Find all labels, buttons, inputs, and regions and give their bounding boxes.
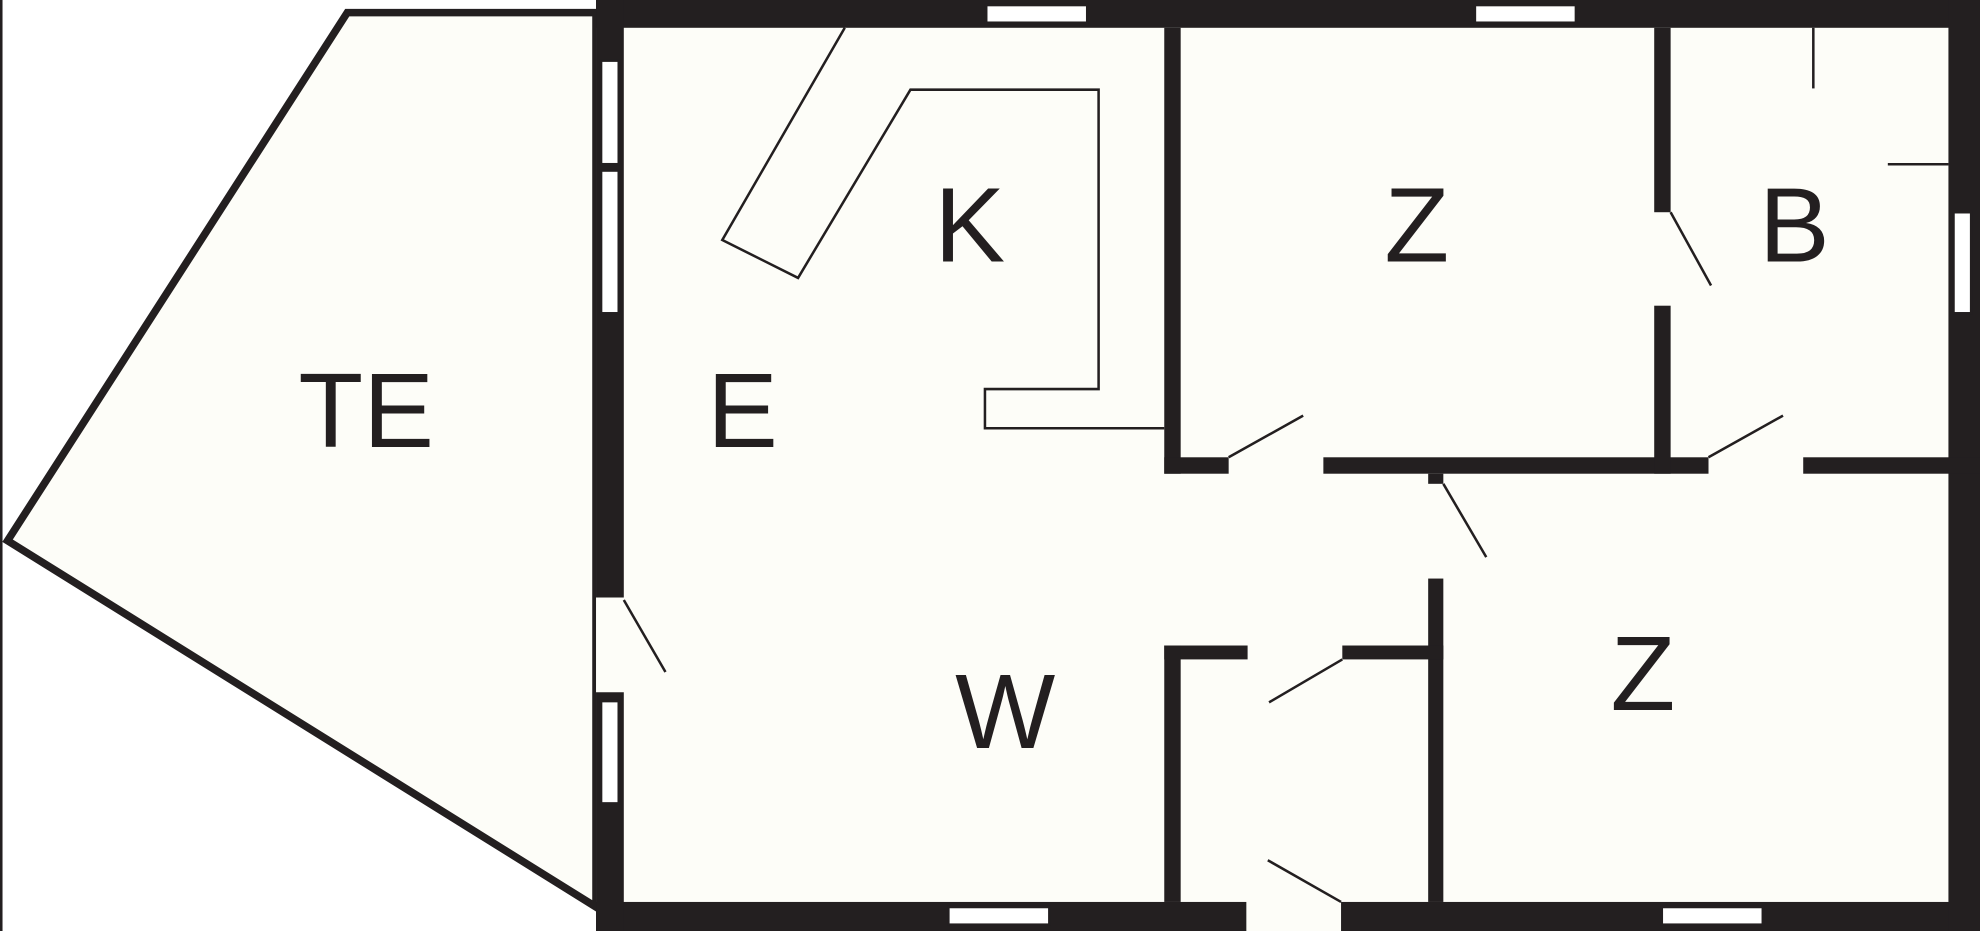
terrace-area	[2, 8, 600, 914]
room-label-bedroom-1: Z	[1384, 166, 1449, 284]
room-label-entrance: E	[707, 352, 778, 470]
house-floor	[596, 0, 1980, 931]
room-label-bedroom-2: Z	[1610, 615, 1675, 733]
windows	[599, 3, 1973, 926]
kitchen-counter	[720, 27, 1165, 430]
room-label-terrace: TE	[298, 352, 434, 470]
room-label-kitchen: K	[934, 166, 1005, 284]
room-label-bathroom: B	[1759, 166, 1830, 284]
door-swings	[622, 27, 1949, 904]
room-label-living: W	[955, 653, 1055, 771]
